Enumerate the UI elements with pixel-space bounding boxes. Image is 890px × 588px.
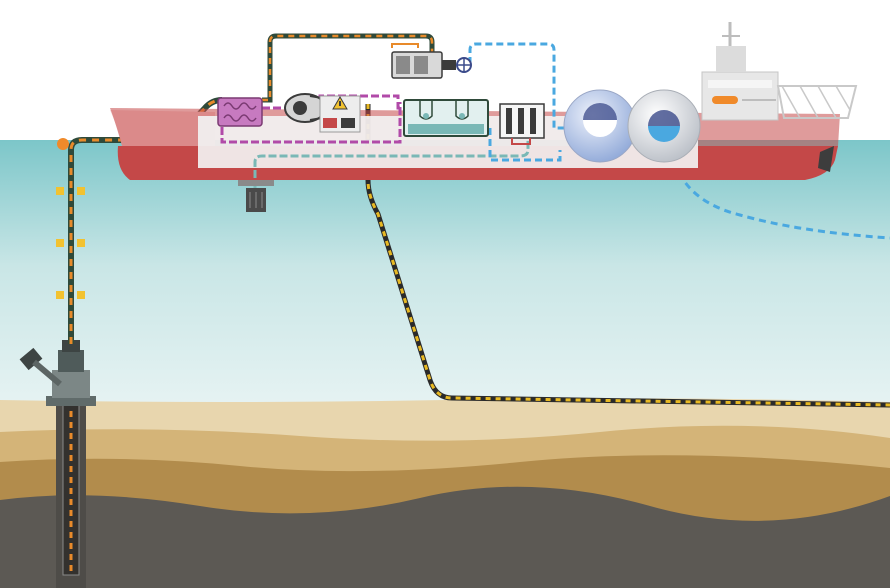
water-line (253, 132, 530, 200)
turbine-icon (284, 93, 326, 123)
well (56, 399, 86, 588)
separator-icon (403, 99, 489, 137)
gas-line-main (468, 42, 568, 130)
compressor-icon (391, 43, 472, 79)
gas-tank-icon (563, 89, 701, 163)
rock-layer (0, 486, 890, 588)
process-line-a (220, 102, 402, 144)
manifold-icon (217, 97, 263, 127)
buoy-icon (57, 138, 69, 150)
buoyancy-modules (56, 138, 85, 299)
gas-export-line (670, 149, 890, 240)
riser-line-top (262, 34, 434, 102)
seabed (0, 398, 890, 588)
water-pump (238, 180, 274, 212)
ship-rudder (818, 146, 834, 172)
dehydration-unit (499, 103, 545, 145)
warning-icon (319, 95, 361, 133)
export-flowline (366, 104, 890, 407)
wellhead-icon (19, 340, 96, 406)
ship-superstructure (701, 22, 858, 121)
sea-water (0, 140, 890, 420)
